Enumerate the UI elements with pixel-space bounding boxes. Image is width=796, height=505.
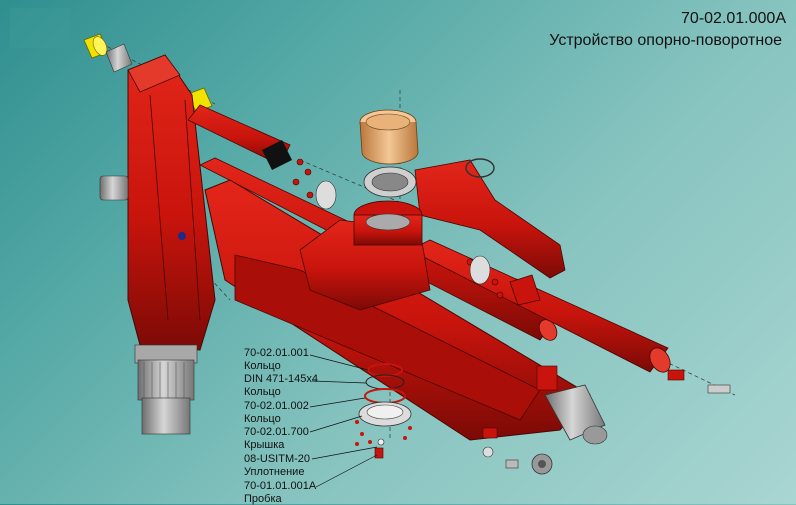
small-components [482,369,731,475]
callout-name-4: Крышка [244,439,285,451]
fasteners [292,158,504,299]
end-block [536,365,608,445]
callout-code-3: 70-02.01.002 [244,400,309,412]
yellow-cap-left [83,33,109,59]
callout-name-1: Кольцо [244,360,281,372]
spline-shaft [134,344,198,435]
side-knob [99,175,129,201]
callout-code-6: 70-01.01.001A [244,480,317,492]
callout-name-3: Кольцо [244,413,281,425]
hydraulic-cylinder-upper [187,104,292,170]
vertical-arm [127,54,216,351]
bronze-bushing [359,109,419,165]
callout-code-2: DIN 471-145x4 [244,373,318,385]
drawing-code: 70-02.01.000A [681,10,786,27]
swing-bracket [414,158,566,279]
background-shape [10,8,70,48]
callout-code-1: 70-02.01.001 [244,347,309,359]
drawing-title: Устройство опорно-поворотное [549,32,782,49]
callout-name-6: Пробка [244,493,282,505]
callout-code-5: 08-USITM-20 [244,453,311,465]
callout-code-4: 70-02.01.700 [244,426,309,438]
gear-hub [353,200,423,246]
bearing [363,166,417,198]
callout-name-5: Уплотнение [244,466,305,478]
callout-name-2: Кольцо [244,386,281,398]
leader-lines [309,354,378,488]
cap-parts [355,363,412,459]
bushing-top [105,43,133,73]
